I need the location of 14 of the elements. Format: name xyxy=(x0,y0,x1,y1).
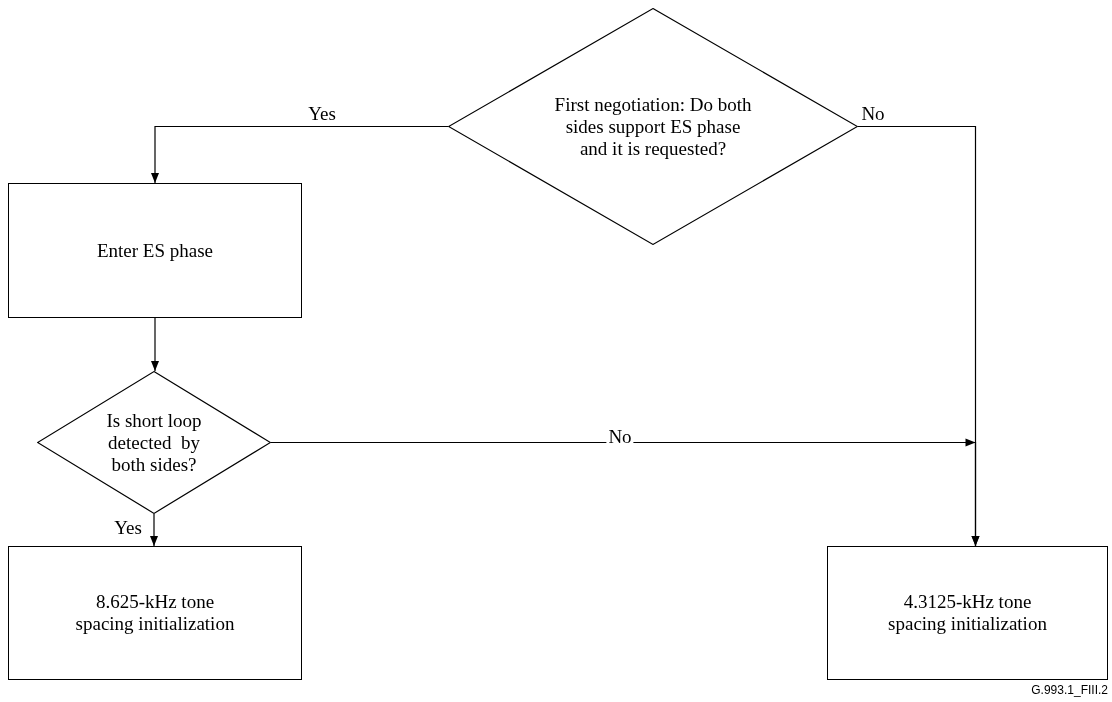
arrow xyxy=(151,125,449,184)
node-text: Is short loop detected by both sides? xyxy=(105,409,203,476)
process-box xyxy=(827,546,1108,680)
node-text: First negotiation: Do both sides support ES phase and it is requested? xyxy=(553,93,753,160)
node-text: 4.3125-kHz tone spacing initialization xyxy=(887,591,1048,635)
process-box xyxy=(8,183,302,318)
node-text: Enter ES phase xyxy=(95,239,215,262)
node-text: 8.625-kHz tone spacing initialization xyxy=(74,591,236,635)
arrow xyxy=(151,317,159,372)
arrow xyxy=(150,513,158,547)
arrow xyxy=(270,438,980,547)
decision-diamond xyxy=(448,8,858,245)
decision-diamond xyxy=(37,371,271,514)
process-box xyxy=(8,546,302,680)
